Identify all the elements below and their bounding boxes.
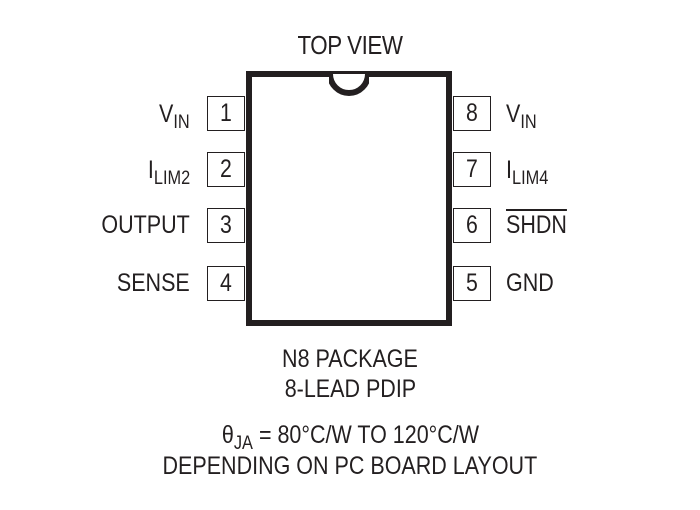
thermal-resistance: θJA = 80°C/W TO 120°C/W xyxy=(221,421,479,454)
pin-6-label: SHDN xyxy=(506,211,567,239)
pin-5-label: GND xyxy=(506,269,554,297)
pin-4-label: SENSE xyxy=(117,269,190,297)
pin-5-number: 5 xyxy=(466,269,478,297)
pin-8-number: 8 xyxy=(466,99,478,127)
pin-8-box: 8 xyxy=(453,96,491,131)
pin-6-number: 6 xyxy=(466,211,478,239)
pin-3-box: 3 xyxy=(207,208,245,243)
pin-7-box: 7 xyxy=(453,152,491,187)
pin-5-box: 5 xyxy=(453,266,491,301)
pin-1-label: VIN xyxy=(159,100,190,133)
top-view-title: TOP VIEW xyxy=(297,30,403,60)
thermal-note: DEPENDING ON PC BOARD LAYOUT xyxy=(162,452,538,480)
pin-2-box: 2 xyxy=(207,152,245,187)
pin-8-label: VIN xyxy=(506,100,537,133)
pin-3-label: OUTPUT xyxy=(101,211,190,239)
pin-7-label: ILIM4 xyxy=(506,156,549,189)
package-name: N8 PACKAGE xyxy=(282,345,418,373)
pin-1-number: 1 xyxy=(220,99,232,127)
pin-3-number: 3 xyxy=(220,211,232,239)
pin1-notch-icon xyxy=(329,73,369,96)
pin-4-number: 4 xyxy=(220,269,232,297)
pin-2-label: ILIM2 xyxy=(147,156,190,189)
pin-2-number: 2 xyxy=(220,155,232,183)
pin-7-number: 7 xyxy=(466,155,478,183)
package-type: 8-LEAD PDIP xyxy=(284,375,416,403)
pin-1-box: 1 xyxy=(207,96,245,131)
pin-6-box: 6 xyxy=(453,208,491,243)
pin-4-box: 4 xyxy=(207,266,245,301)
